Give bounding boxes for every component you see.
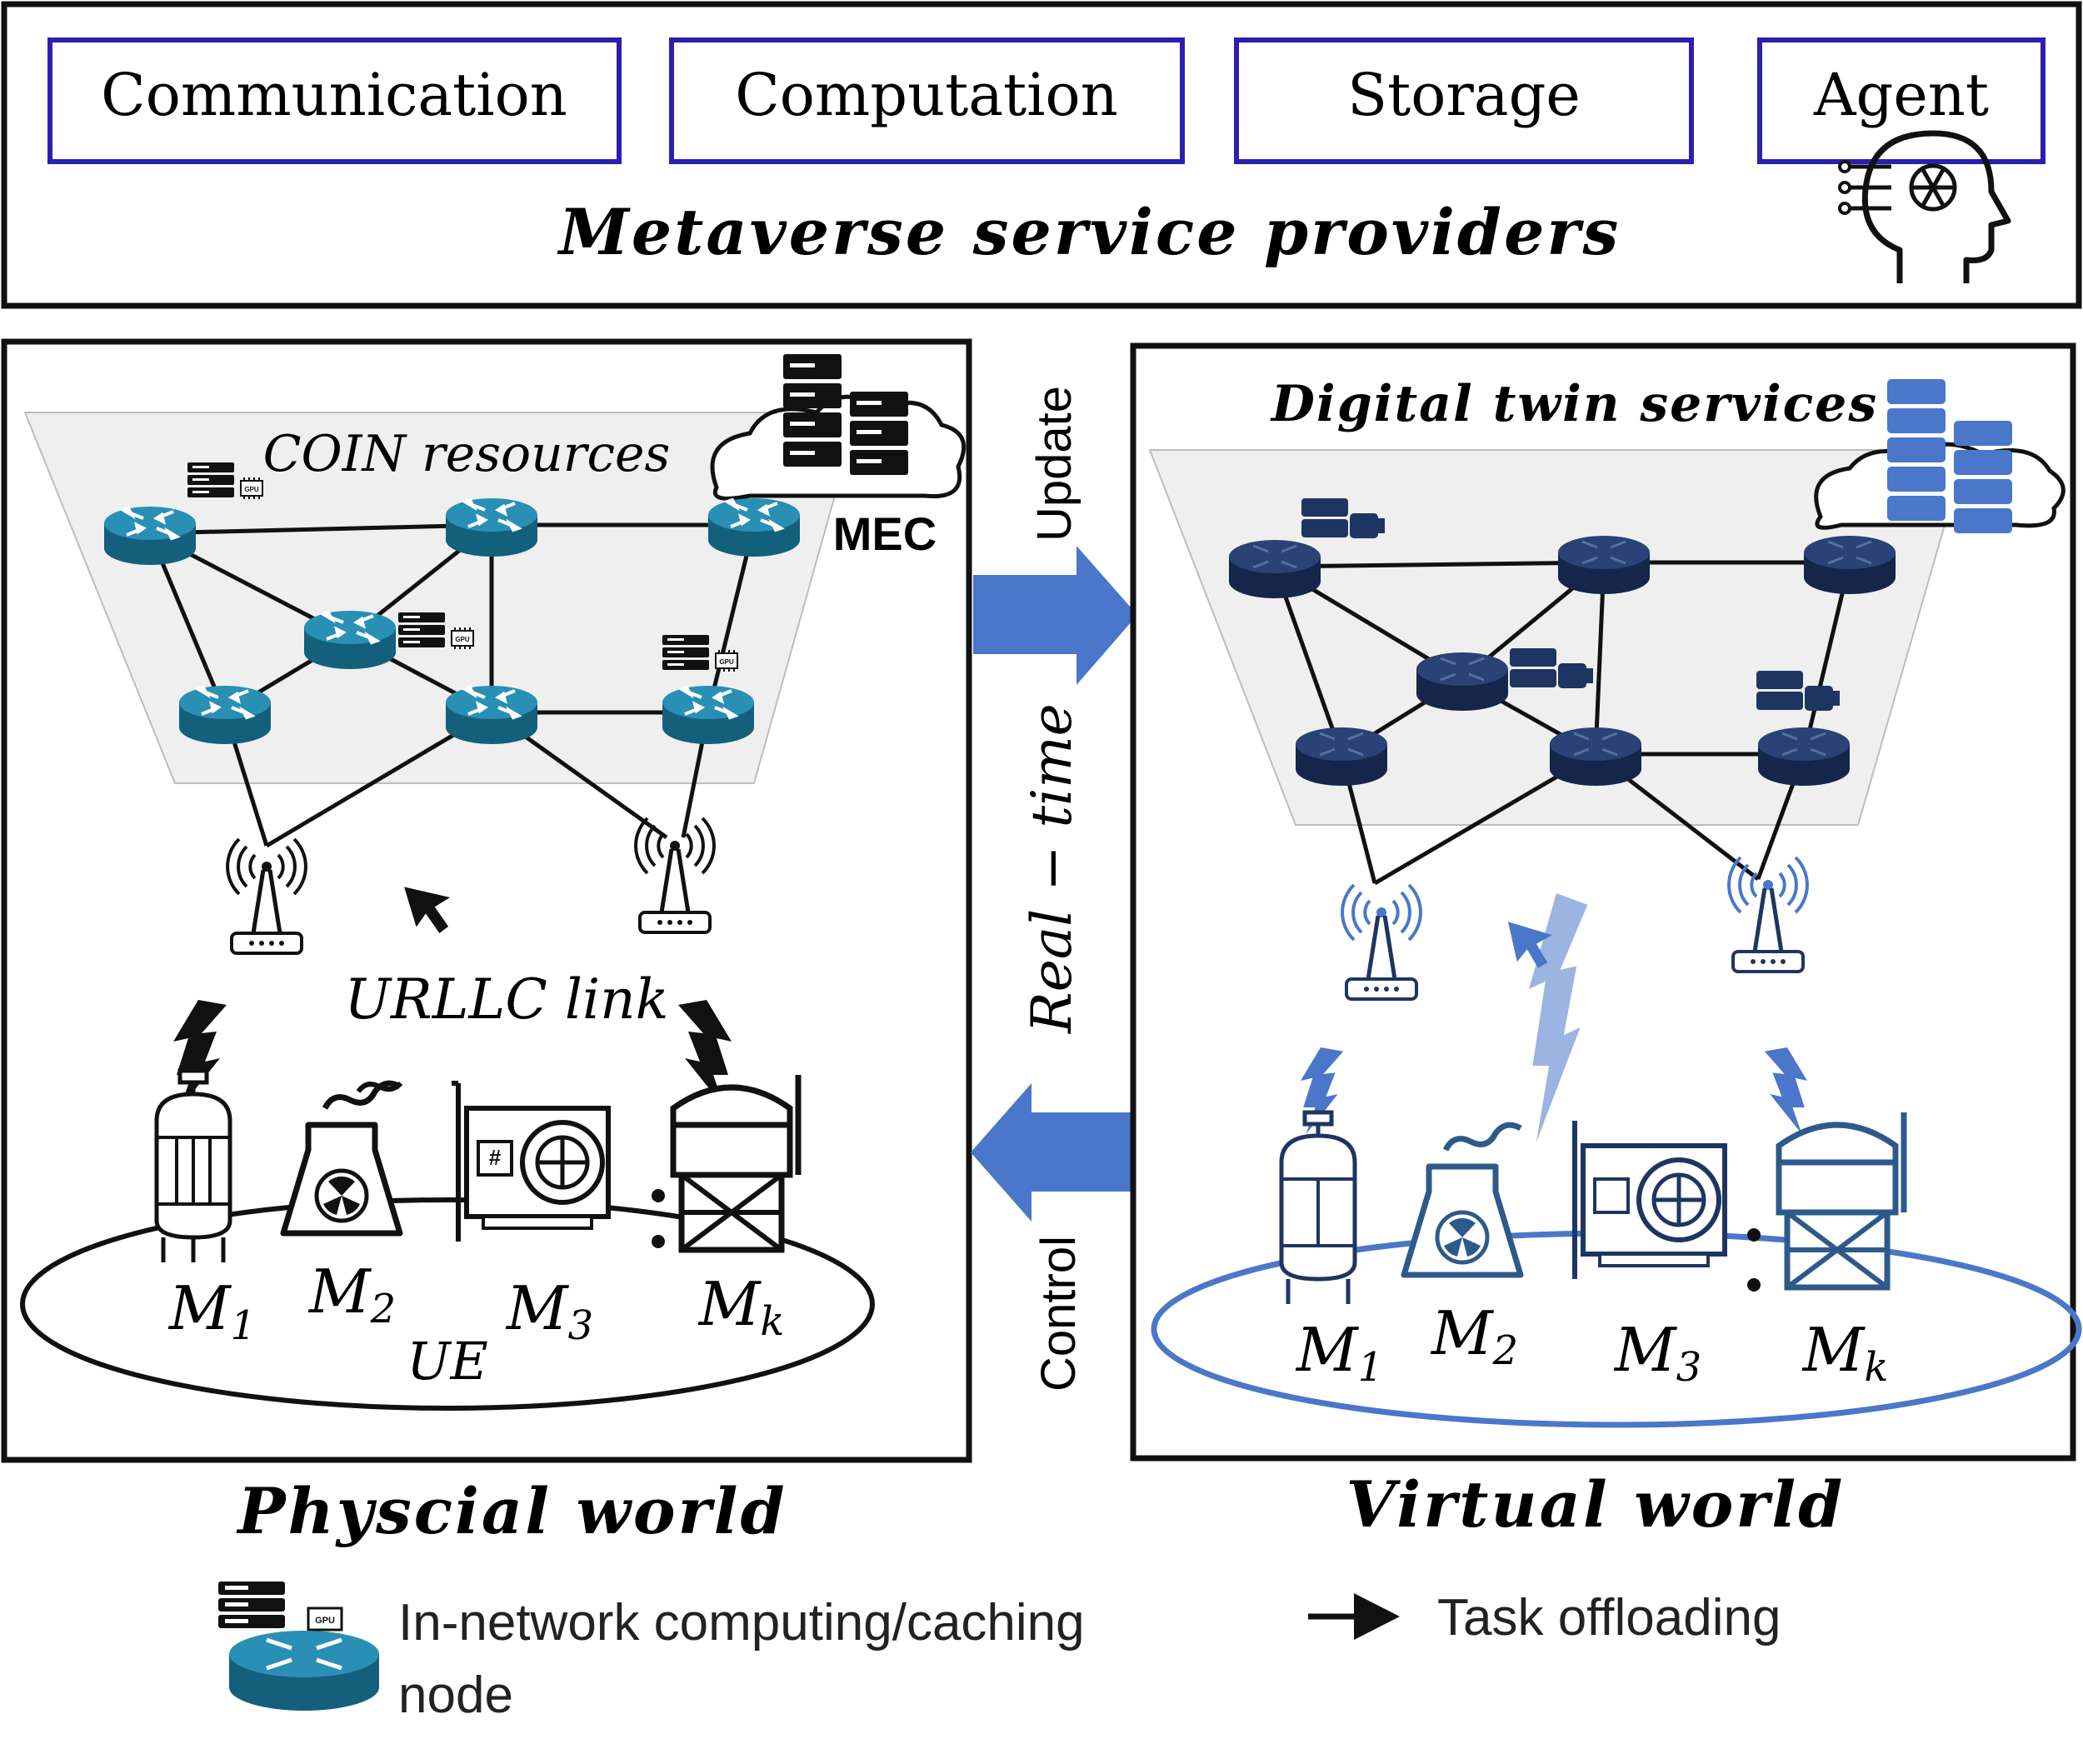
legend-node-icon: GPU bbox=[218, 1582, 379, 1711]
service-providers-title: Metaverse service providers bbox=[557, 195, 1621, 269]
router-p2 bbox=[444, 497, 539, 558]
router-v6 bbox=[1548, 726, 1643, 787]
legend-node-label-line2: node bbox=[398, 1667, 513, 1724]
gpu-card-icon bbox=[452, 1083, 608, 1242]
ue-label: UE bbox=[407, 1331, 488, 1392]
coin-resources-label: COIN resources bbox=[263, 425, 671, 483]
router-p4 bbox=[302, 609, 397, 671]
water-tower-icon bbox=[673, 1075, 798, 1250]
machine-label-v3: M3 bbox=[1613, 1315, 1701, 1391]
provider-box-communication bbox=[47, 37, 622, 164]
legend-task-label: Task offloading bbox=[1437, 1589, 1781, 1647]
router-p1 bbox=[102, 505, 197, 567]
bolt-arrow-icon bbox=[1764, 1047, 1807, 1134]
machine-label-v4: Mk bbox=[1801, 1315, 1889, 1391]
power-plant-icon bbox=[1401, 1122, 1524, 1278]
provider-box-computation bbox=[669, 37, 1185, 164]
machine-label-v2: M2 bbox=[1430, 1298, 1518, 1374]
mec-label: MEC bbox=[833, 507, 937, 560]
physical-world-title: Physcial world bbox=[236, 1474, 787, 1548]
provider-box-storage bbox=[1234, 37, 1694, 164]
tank-machine-icon bbox=[1279, 1110, 1357, 1304]
ellipsis-dot bbox=[1747, 1228, 1761, 1242]
provider-computation-label: Computation bbox=[735, 61, 1118, 129]
router-p3 bbox=[707, 497, 802, 558]
legend-task-arrow-icon bbox=[1308, 1593, 1400, 1640]
virtual-world-title: Virtual world bbox=[1346, 1467, 1846, 1542]
ellipsis-dot bbox=[652, 1189, 665, 1202]
ellipsis-dot bbox=[652, 1235, 665, 1248]
svg-text:GPU: GPU bbox=[315, 1616, 335, 1626]
realtime-label: Real − time bbox=[1020, 703, 1084, 1034]
legend-node-label-line1: In-network computing/caching bbox=[398, 1594, 1085, 1652]
router-v1 bbox=[1227, 538, 1322, 600]
urllc-link-label: URLLC link bbox=[344, 967, 668, 1032]
router-v2 bbox=[1556, 534, 1651, 596]
router-v4 bbox=[1415, 651, 1510, 712]
machine-label-p1: M1 bbox=[167, 1273, 256, 1349]
water-tower-icon bbox=[1776, 1112, 1907, 1291]
mec-server-icon bbox=[783, 354, 908, 475]
provider-communication-label: Communication bbox=[101, 61, 567, 129]
ue-ellipse bbox=[20, 1197, 875, 1411]
provider-agent-label: Agent bbox=[1813, 61, 1989, 129]
ellipsis-dot bbox=[1747, 1278, 1761, 1292]
router-p7 bbox=[661, 684, 756, 746]
router-p5 bbox=[177, 684, 272, 746]
digital-twin-label: Digital twin services bbox=[1270, 375, 1878, 433]
machine-label-p3: M3 bbox=[505, 1273, 593, 1349]
router-p6 bbox=[444, 684, 539, 746]
router-v5 bbox=[1294, 726, 1389, 787]
machine-label-p2: M2 bbox=[307, 1257, 396, 1332]
gpu-card-icon bbox=[1572, 1121, 1727, 1279]
ai-head-icon bbox=[1838, 130, 2011, 283]
bolt-arrow-icon bbox=[1529, 893, 1588, 1142]
update-label: Update bbox=[1027, 386, 1081, 542]
tank-machine-icon bbox=[157, 1071, 230, 1262]
control-label: Control bbox=[1032, 1236, 1086, 1392]
machine-label-p4: Mk bbox=[697, 1269, 785, 1345]
machine-label-v1: M1 bbox=[1295, 1315, 1383, 1391]
control-arrow bbox=[971, 1083, 1135, 1222]
router-v3 bbox=[1802, 534, 1897, 596]
update-arrow bbox=[973, 546, 1137, 685]
bolt-arrow-icon bbox=[1301, 1047, 1344, 1134]
provider-storage-label: Storage bbox=[1347, 61, 1581, 129]
cursor-icon bbox=[404, 887, 451, 933]
router-v7 bbox=[1756, 726, 1851, 787]
dt-server-icon bbox=[1887, 379, 2012, 533]
